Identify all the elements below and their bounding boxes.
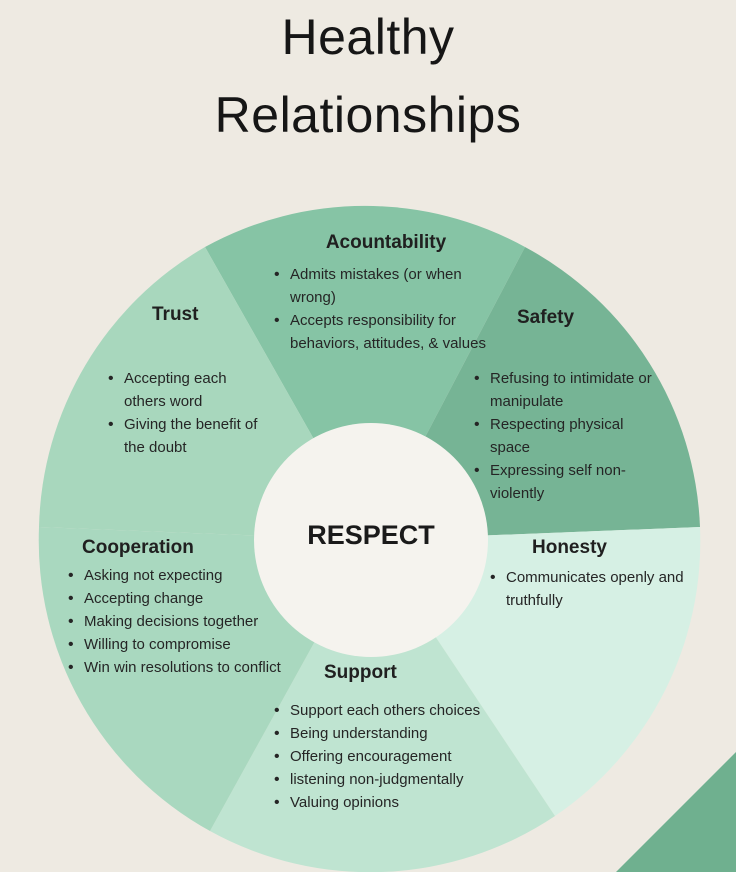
segment-safety: Refusing to intimidate or manipulate Res…: [472, 367, 664, 505]
segment-accountability: Acountability Admits mistakes (or when w…: [272, 232, 500, 355]
list-item: Offering encouragement: [272, 745, 502, 768]
list-item: Making decisions together: [66, 610, 291, 633]
list-item: Win win resolutions to conflict: [66, 656, 291, 679]
list-item: Refusing to intimidate or manipulate: [472, 367, 664, 413]
segment-support: Support Support each others choices Bein…: [272, 662, 502, 814]
segment-safety-heading-wrap: Safety: [517, 307, 574, 330]
list-item: Being understanding: [272, 722, 502, 745]
list-item: Willing to compromise: [66, 633, 291, 656]
list-item: listening non-judgmentally: [272, 768, 502, 791]
list-item: Accepts responsibility for behaviors, at…: [272, 309, 500, 355]
list-item: Accepting change: [66, 587, 291, 610]
segment-list: Accepting each others word Giving the be…: [106, 367, 266, 459]
list-item: Valuing opinions: [272, 791, 502, 814]
segment-trust: Accepting each others word Giving the be…: [106, 367, 266, 459]
page-title-line-2: Relationships: [214, 87, 522, 143]
segment-cooperation: Cooperation Asking not expecting Accepti…: [66, 537, 291, 679]
segment-trust-heading-wrap: Trust: [152, 304, 198, 327]
list-item: Respecting physical space: [472, 413, 664, 459]
list-item: Admits mistakes (or when wrong): [272, 263, 500, 309]
segment-list: Admits mistakes (or when wrong) Accepts …: [272, 263, 500, 355]
segment-heading: Cooperation: [82, 537, 194, 558]
segment-heading: Acountability: [325, 232, 447, 253]
segment-heading: Support: [324, 662, 397, 683]
corner-decoration: [616, 752, 736, 872]
list-item: Support each others choices: [272, 699, 502, 722]
list-item: Asking not expecting: [66, 564, 291, 587]
segment-heading: Trust: [152, 304, 199, 325]
list-item: Accepting each others word: [106, 367, 266, 413]
segment-honesty: Honesty Communicates openly and truthful…: [488, 537, 684, 612]
center-label: RESPECT: [307, 520, 435, 550]
page-title-line-1: Healthy: [281, 9, 455, 65]
list-item: Communicates openly and truthfully: [488, 566, 684, 612]
center-circle: [254, 423, 488, 657]
list-item: Expressing self non-violently: [472, 459, 664, 505]
list-item: Giving the benefit of the doubt: [106, 413, 266, 459]
segment-heading: Safety: [517, 307, 575, 328]
segment-list: Communicates openly and truthfully: [488, 566, 684, 612]
segment-list: Refusing to intimidate or manipulate Res…: [472, 367, 664, 505]
segment-heading: Honesty: [532, 537, 607, 558]
segment-list: Support each others choices Being unders…: [272, 699, 502, 814]
segment-list: Asking not expecting Accepting change Ma…: [66, 564, 291, 679]
